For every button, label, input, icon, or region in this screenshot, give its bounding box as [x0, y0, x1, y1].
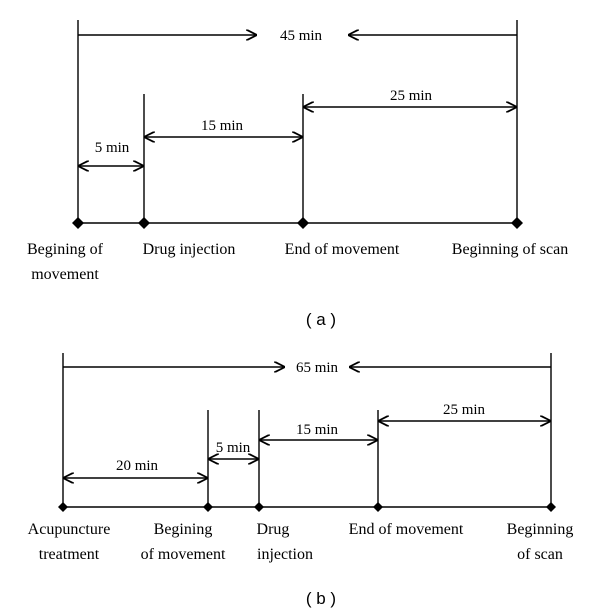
- panel-b-interval-15min-label: 15 min: [296, 422, 339, 438]
- panel-a: 45 min 5 min 15 min 25 min Begining of m…: [27, 20, 568, 329]
- panel-b-event-label-end-movement: End of movement: [349, 521, 464, 538]
- panel-b-interval-20min-label: 20 min: [116, 458, 159, 474]
- panel-a-event-marker: [297, 217, 309, 229]
- panel-a-event-marker: [511, 217, 523, 229]
- panel-b-event-marker: [254, 502, 264, 512]
- panel-a-caption: ( a ): [306, 310, 336, 329]
- panel-a-event-label-end-movement: End of movement: [285, 241, 400, 258]
- panel-b-interval-5min-label: 5 min: [216, 440, 251, 456]
- panel-b-event-marker: [203, 502, 213, 512]
- panel-a-event-label-drug-injection: Drug injection: [143, 241, 236, 258]
- panel-a-event-marker: [72, 217, 84, 229]
- panel-a-event-marker: [138, 217, 150, 229]
- panel-b-event-label-acupuncture-1: Acupuncture: [28, 521, 111, 538]
- panel-a-interval-5min-label: 5 min: [95, 140, 130, 156]
- panel-b-event-label-drug-injection-2: injection: [257, 546, 313, 563]
- panel-b-event-label-drug-injection-1: Drug: [257, 521, 290, 538]
- panel-b-caption: ( b ): [306, 589, 336, 608]
- panel-b-event-label-begin-scan-2: of scan: [517, 546, 563, 563]
- panel-b-event-label-begin-movement-2: of movement: [141, 546, 226, 563]
- panel-a-interval-25min-label: 25 min: [390, 88, 433, 104]
- panel-b-total-label: 65 min: [296, 360, 339, 376]
- panel-a-event-label-begin-movement-2: movement: [31, 266, 99, 283]
- panel-a-total-label: 45 min: [280, 28, 323, 44]
- panel-b: 65 min 20 min 5 min 15 min 25 min Acupun…: [28, 353, 574, 608]
- panel-b-event-label-begin-scan-1: Beginning: [507, 521, 574, 538]
- panel-b-event-label-acupuncture-2: treatment: [39, 546, 100, 563]
- panel-a-interval-15min-label: 15 min: [201, 118, 244, 134]
- panel-b-interval-25min-label: 25 min: [443, 402, 486, 418]
- panel-b-event-marker: [546, 502, 556, 512]
- panel-b-event-label-begin-movement-1: Begining: [154, 521, 213, 538]
- panel-b-event-marker: [373, 502, 383, 512]
- panel-a-event-label-begin-movement-1: Begining of: [27, 241, 104, 258]
- panel-a-event-label-begin-scan: Beginning of scan: [452, 241, 568, 258]
- panel-b-event-marker: [58, 502, 68, 512]
